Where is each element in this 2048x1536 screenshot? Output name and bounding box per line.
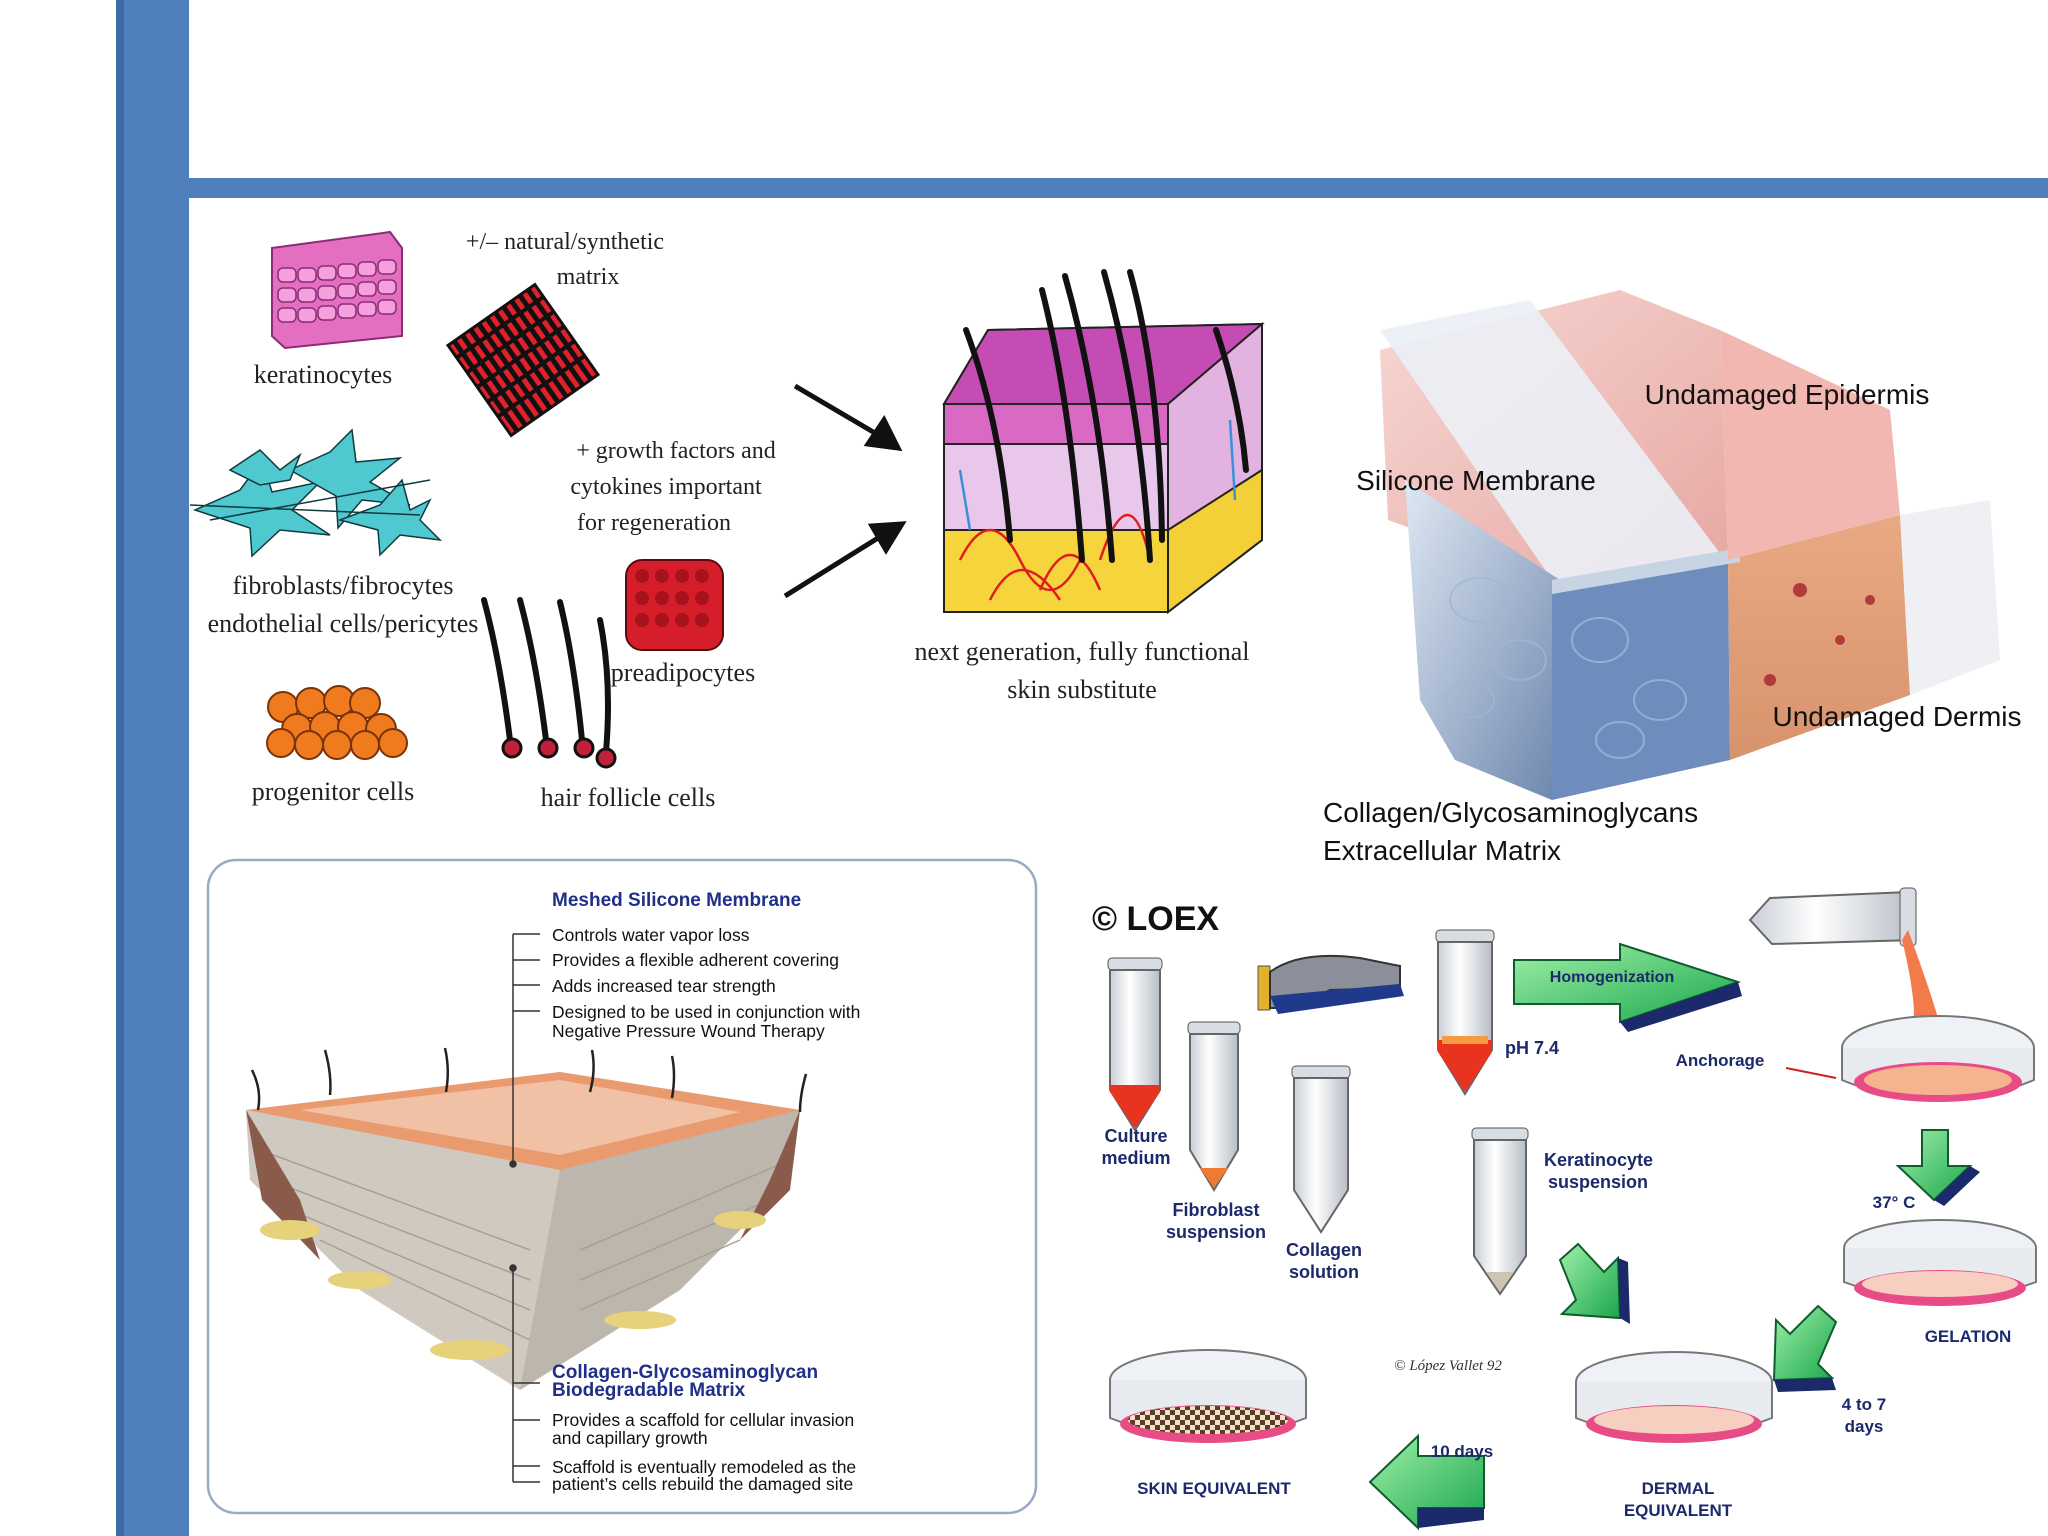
homogenization-arrow: [1513, 942, 1742, 1032]
label-culture-line2: medium: [1101, 1148, 1170, 1168]
loex-copyright: © LOEX: [1092, 900, 1219, 938]
left-accent-bar-shadow: [116, 0, 124, 1536]
fibroblast-suspension-tube: [1187, 1021, 1241, 1192]
keratinocytes-illustration: [271, 230, 403, 350]
label-keratinocyte-line1: Keratinocyte: [1544, 1150, 1653, 1170]
matrix-title-line1: Collagen-Glycosaminoglycan: [552, 1362, 818, 1383]
label-skin-equivalent: SKIN EQUIVALENT: [1137, 1479, 1291, 1498]
label-hair: hair follicle cells: [541, 783, 716, 812]
matrix-item-1: Provides a scaffold for cellular invasio…: [552, 1410, 854, 1430]
fibroblasts-illustration: [189, 428, 443, 558]
label-matrix-line2: matrix: [557, 264, 620, 290]
label-growth-line3: for regeneration: [577, 510, 731, 536]
diag-arrow-keratinocyte: [1558, 1242, 1630, 1324]
label-fibroblasts-line2: endothelial cells/pericytes: [208, 609, 479, 638]
culture-medium-tube: [1107, 957, 1163, 1132]
matrix-title-line2: Biodegradable Matrix: [552, 1380, 746, 1401]
left-accent-bar: [116, 0, 189, 1536]
progenitor-cells-illustration: [266, 685, 408, 760]
hair-follicle-illustration: [481, 597, 617, 769]
homogenizer-device: [1257, 954, 1404, 1014]
label-ph: pH 7.4: [1505, 1038, 1559, 1058]
membrane-title: Meshed Silicone Membrane: [552, 890, 801, 911]
label-next-line2: skin substitute: [1007, 675, 1157, 704]
label-days-line1: 4 to 7: [1842, 1395, 1886, 1414]
label-collagen-gag-line1: Collagen/Glycosaminoglycans: [1323, 797, 1698, 828]
label-temperature: 37° C: [1873, 1193, 1916, 1212]
label-dermal-line2: EQUIVALENT: [1624, 1501, 1733, 1520]
label-growth-line1: + growth factors and: [576, 438, 775, 464]
label-anchorage: Anchorage: [1676, 1051, 1765, 1070]
label-dermal-line1: DERMAL: [1642, 1479, 1715, 1498]
preadipocytes-illustration: [625, 559, 724, 651]
integra-matrix-block-illustration: [246, 1047, 808, 1390]
gelation-dish: [1843, 1219, 2037, 1306]
label-preadipocytes: preadipocytes: [611, 658, 755, 687]
membrane-item-3: Adds increased tear strength: [552, 976, 776, 996]
skin-equivalent-dish: [1109, 1349, 1307, 1443]
label-progenitor: progenitor cells: [252, 777, 414, 806]
ph-tube: [1435, 929, 1495, 1096]
arrows-to-skin: [783, 383, 907, 599]
label-culture-line1: Culture: [1105, 1126, 1168, 1146]
collagen-solution-tube: [1291, 1065, 1351, 1234]
label-days-line2: days: [1845, 1417, 1884, 1436]
label-fibroblast-line1: Fibroblast: [1172, 1200, 1259, 1220]
integra-callout-lines: [509, 933, 540, 1483]
label-growth-line2: cytokines important: [570, 474, 762, 500]
label-signature: © López Vallet 92: [1394, 1358, 1502, 1374]
title-underline-bar: [189, 178, 2048, 198]
label-fibroblast-line2: suspension: [1166, 1222, 1266, 1242]
label-silicone-membrane: Silicone Membrane: [1356, 465, 1596, 496]
label-fibroblasts-line1: fibroblasts/fibrocytes: [233, 571, 454, 600]
dermal-equivalent-dish: [1575, 1351, 1773, 1443]
label-ten-days: 10 days: [1431, 1442, 1493, 1461]
membrane-item-2: Provides a flexible adherent covering: [552, 950, 839, 970]
membrane-item-1: Controls water vapor loss: [552, 925, 750, 945]
matrix-mesh-illustration: [445, 282, 601, 438]
ten-days-arrow: [1368, 1433, 1485, 1531]
anchorage-dish: [1841, 1015, 2035, 1102]
label-undamaged-epidermis: Undamaged Epidermis: [1645, 379, 1930, 410]
label-undamaged-dermis: Undamaged Dermis: [1773, 701, 2022, 732]
label-homogenization: Homogenization: [1550, 969, 1674, 986]
label-keratinocytes: keratinocytes: [254, 360, 393, 389]
membrane-item-5: Negative Pressure Wound Therapy: [552, 1021, 825, 1041]
matrix-item-2: and capillary growth: [552, 1428, 708, 1448]
label-matrix-line1: +/– natural/synthetic: [466, 229, 664, 255]
label-collagen-line1: Collagen: [1286, 1240, 1362, 1260]
membrane-item-4: Designed to be used in conjunction with: [552, 1002, 860, 1022]
matrix-item-3: Scaffold is eventually remodeled as the: [552, 1457, 856, 1477]
anchorage-pointer: [1785, 1067, 1837, 1079]
down-arrow-gelation: [1895, 1129, 1980, 1206]
label-collagen-line2: solution: [1289, 1262, 1359, 1282]
label-gelation: GELATION: [1925, 1327, 2012, 1346]
label-keratinocyte-line2: suspension: [1548, 1172, 1648, 1192]
silicone-membrane-block-illustration: [1380, 290, 2000, 800]
label-next-line1: next generation, fully functional: [914, 637, 1249, 666]
matrix-item-4: patient’s cells rebuild the damaged site: [552, 1474, 853, 1494]
keratinocyte-tube: [1471, 1127, 1529, 1296]
diag-arrow-days: [1772, 1304, 1838, 1392]
skin-substitute-illustration: [942, 269, 1265, 615]
label-collagen-gag-line2: Extracellular Matrix: [1323, 835, 1561, 866]
